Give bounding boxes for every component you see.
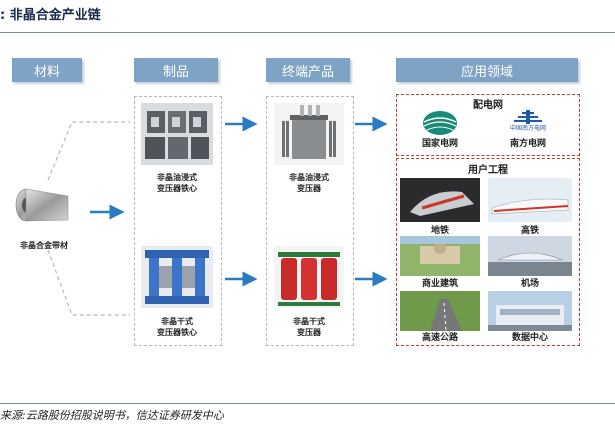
header-materials: 材料 bbox=[12, 58, 82, 82]
user-label-highway: 高速公路 bbox=[421, 333, 458, 343]
dashed-connector-lower bbox=[47, 249, 130, 316]
dashed-connector-upper bbox=[47, 121, 130, 181]
users-title: 用户工程 bbox=[468, 165, 508, 176]
dry-type-core-image bbox=[141, 246, 213, 308]
oil-immersed-transformer-image bbox=[274, 103, 344, 165]
grid-label-southern-grid: 南方电网 bbox=[509, 139, 546, 149]
figure-title: : 非晶合金产业链 bbox=[0, 8, 101, 23]
user-label-airport: 机场 bbox=[520, 279, 539, 289]
airport-image bbox=[488, 236, 572, 276]
oil-immersed-core-image bbox=[141, 103, 213, 165]
header-end-products: 终端产品 bbox=[266, 58, 350, 82]
commercial-building-image bbox=[400, 236, 480, 276]
user-label-subway: 地铁 bbox=[430, 226, 449, 236]
header-applications: 应用领域 bbox=[396, 58, 578, 82]
highway-image bbox=[400, 291, 480, 332]
header-products: 制品 bbox=[134, 58, 218, 82]
amorphous-ribbon-image bbox=[12, 186, 72, 224]
china-southern-grid-logo-text: 中国南方电网 bbox=[509, 125, 546, 132]
grid-label-state-grid: 国家电网 bbox=[421, 139, 458, 149]
product-label-oil-core: 非晶油浸式 变压器铁心 bbox=[157, 173, 197, 193]
source-note: 来源:云路股份招股说明书，信达证券研发中心 bbox=[0, 409, 224, 422]
end-product-label-oil: 非晶油浸式 变压器 bbox=[289, 173, 329, 193]
state-grid-logo bbox=[420, 110, 460, 136]
end-product-label-dry: 非晶干式 变压器 bbox=[293, 317, 325, 337]
high-speed-rail-image bbox=[488, 178, 572, 222]
grid-title: 配电网 bbox=[473, 100, 503, 111]
material-label: 非晶合金带材 bbox=[20, 241, 68, 250]
china-southern-grid-logo: 中国南方电网 bbox=[500, 110, 556, 136]
distribution-grid-box bbox=[396, 94, 580, 156]
user-label-commercial-building: 商业建筑 bbox=[421, 279, 458, 289]
data-center-image bbox=[488, 291, 572, 331]
product-label-dry-core: 非晶干式 变压器铁心 bbox=[157, 317, 197, 337]
user-label-high-speed-rail: 高铁 bbox=[520, 226, 539, 236]
dry-type-transformer-image bbox=[274, 246, 344, 308]
top-divider bbox=[0, 32, 615, 33]
bottom-divider bbox=[0, 403, 615, 404]
user-label-data-center: 数据中心 bbox=[511, 333, 548, 343]
subway-image bbox=[400, 178, 480, 222]
